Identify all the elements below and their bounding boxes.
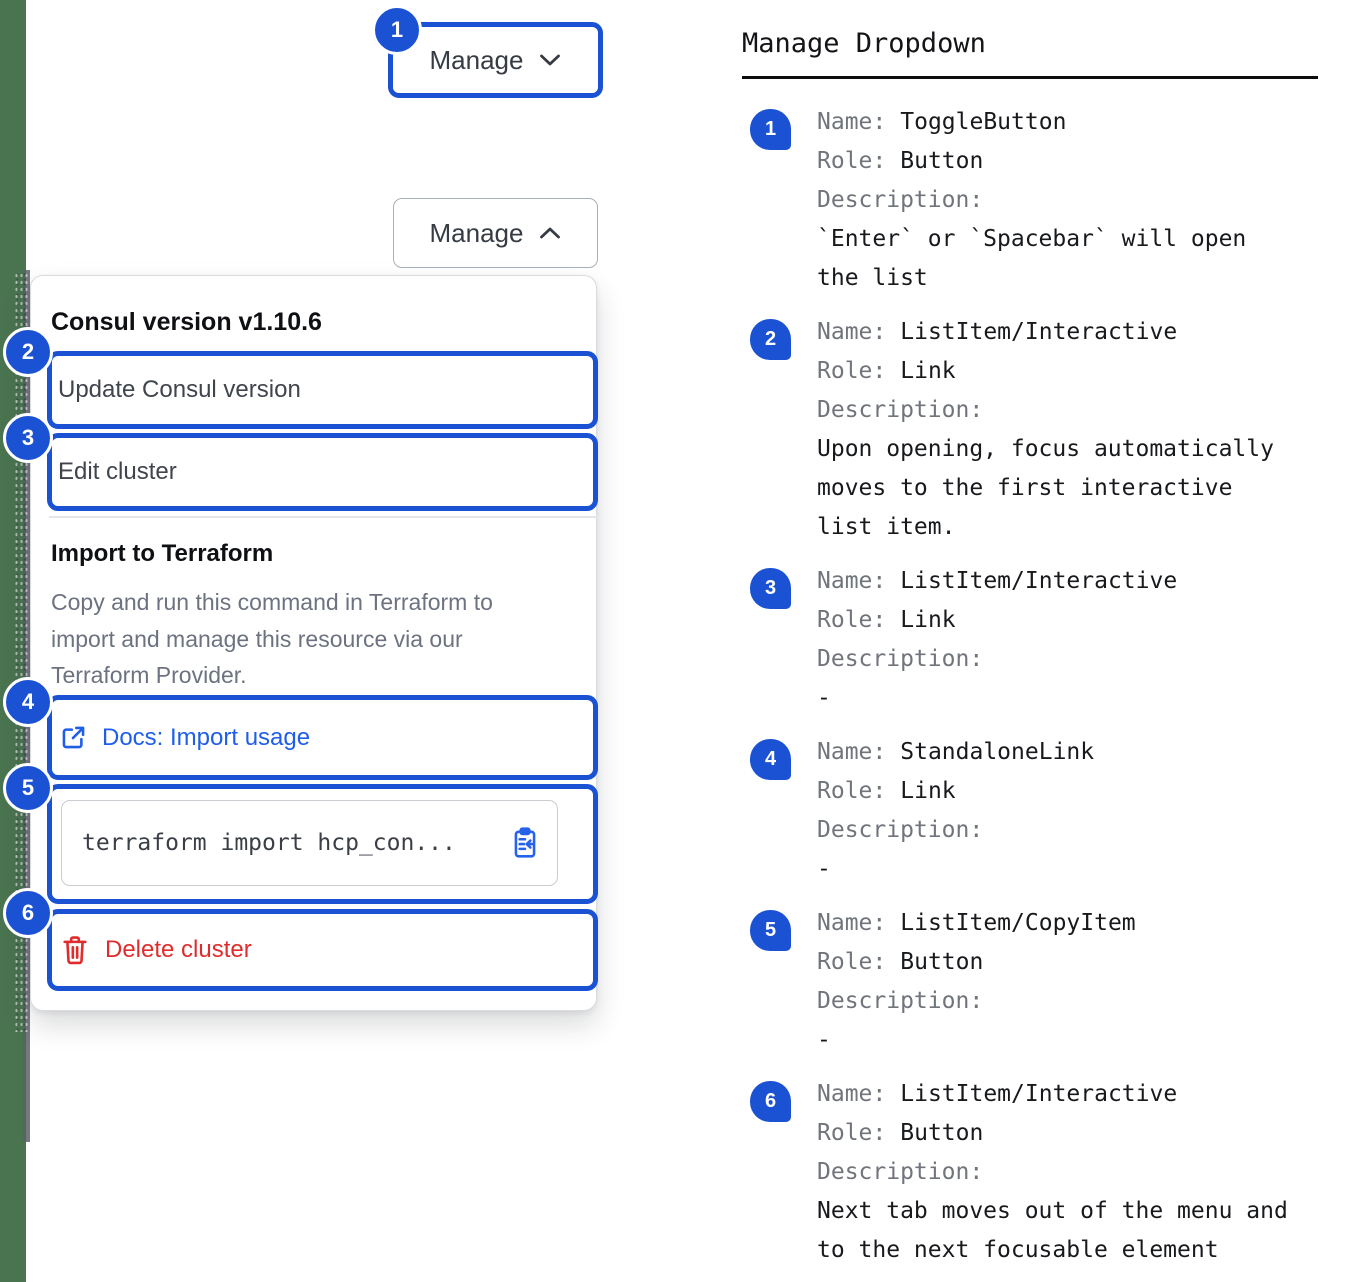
legend-title-rule	[742, 76, 1318, 79]
import-section-title: Import to Terraform	[51, 540, 274, 567]
role-label: Role:	[817, 1120, 887, 1146]
manage-open-label: Manage	[429, 217, 524, 248]
name-label: Name:	[817, 568, 887, 594]
role-label: Role:	[817, 358, 887, 384]
name-label: Name:	[817, 739, 887, 765]
legend-item-6: 6 Name:ListItem/Interactive Role:Button …	[742, 1075, 1328, 1270]
legend-badge-1: 1	[750, 109, 791, 150]
legend-badge-3: 3	[750, 568, 791, 609]
description-label: Description:	[817, 397, 984, 423]
name-value: ToggleButton	[900, 109, 1067, 135]
docs-link-label: Docs: Import usage	[102, 723, 311, 751]
manage-dropdown-menu: Consul version v1.10.6 Update Consul ver…	[30, 275, 598, 1011]
description-label: Description:	[817, 817, 984, 843]
description-value: Next tab moves out of the menu and to th…	[817, 1198, 1288, 1263]
manage-toggle-label: Manage	[429, 44, 524, 75]
name-label: Name:	[817, 109, 887, 135]
legend-panel: Manage Dropdown 1 Name: ToggleButton Role…	[742, 28, 1328, 1282]
description-label: Description:	[817, 988, 984, 1014]
chevron-up-icon	[539, 226, 561, 240]
annotation-outline-2: Update Consul version	[47, 351, 598, 429]
legend-list: 1 Name: ToggleButton Role: Button Descript…	[742, 103, 1328, 1270]
description-value: `Enter` or `Spacebar` will open the list	[817, 226, 1247, 291]
legend-badge-5: 5	[750, 910, 791, 951]
name-label: Name:	[817, 1081, 887, 1107]
annotation-outline-3: Edit cluster	[47, 433, 598, 511]
terraform-command-text: terraform import hcp_con...	[82, 830, 456, 856]
description-value: -	[817, 856, 831, 882]
description-label: Description:	[817, 187, 984, 213]
consul-version-header: Consul version v1.10.6	[51, 308, 322, 336]
legend-badge-6: 6	[750, 1081, 791, 1122]
annotation-badge-3: 3	[3, 413, 53, 463]
legend-item-3: 3 Name: ListItem/Interactive Role: Link De…	[742, 562, 1328, 718]
role-value: Button	[900, 949, 984, 975]
annotation-badge-5: 5	[3, 763, 53, 813]
description-value: Upon opening, focus automatically moves …	[817, 436, 1274, 540]
terraform-command-field: terraform import hcp_con...	[61, 800, 558, 886]
menu-item-edit-cluster[interactable]: Edit cluster	[52, 438, 593, 506]
role-label: Role:	[817, 778, 887, 804]
legend-title: Manage Dropdown	[742, 28, 986, 59]
name-value: ListItem/Interactive	[900, 568, 1178, 594]
description-value: -	[817, 1027, 831, 1053]
role-value: Link	[900, 778, 956, 804]
annotation-badge-4: 4	[3, 677, 53, 727]
legend-item-5: 5 Name: ListItem/CopyItem Role: Button Des…	[742, 904, 1328, 1060]
legend-item-2: 2 Name: ListItem/Interactive Role: Link De…	[742, 313, 1328, 547]
clipboard-copy-icon	[511, 827, 539, 859]
name-value: ListItem/CopyItem	[900, 910, 1136, 936]
copy-snippet-button[interactable]	[511, 827, 539, 859]
annotation-outline-5: terraform import hcp_con...	[47, 784, 598, 904]
manage-open-button[interactable]: Manage	[393, 198, 598, 268]
menu-item-delete-cluster[interactable]: Delete cluster	[52, 914, 593, 986]
description-label: Description:	[817, 646, 984, 672]
annotation-badge-2: 2	[3, 327, 53, 377]
annotation-badge-1: 1	[372, 5, 422, 55]
name-value: ListItem/Interactive	[900, 1081, 1178, 1107]
import-section-description: Copy and run this command in Terraform t…	[51, 589, 493, 688]
description-value: -	[817, 685, 831, 711]
trash-icon	[62, 935, 88, 965]
external-link-icon	[60, 724, 87, 751]
name-value: ListItem/Interactive	[900, 319, 1178, 345]
role-value: Button	[900, 1120, 984, 1146]
annotation-outline-4: Docs: Import usage	[47, 695, 598, 780]
docs-import-usage-link[interactable]: Docs: Import usage	[52, 724, 310, 752]
delete-cluster-label: Delete cluster	[105, 936, 252, 963]
name-label: Name:	[817, 910, 887, 936]
legend-badge-4: 4	[750, 739, 791, 780]
role-label: Role:	[817, 949, 887, 975]
role-label: Role:	[817, 148, 887, 174]
role-value: Button	[900, 148, 984, 174]
manage-toggle-button[interactable]: Manage	[393, 27, 598, 93]
description-label: Description:	[817, 1159, 984, 1185]
menu-divider	[49, 516, 598, 518]
menu-item-update-consul-version[interactable]: Update Consul version	[52, 356, 593, 424]
legend-item-1: 1 Name: ToggleButton Role: Button Descript…	[742, 103, 1328, 298]
annotation-outline-6: Delete cluster	[47, 909, 598, 991]
legend-badge-2: 2	[750, 319, 791, 360]
annotation-outline-1: Manage	[388, 22, 603, 98]
role-value: Link	[900, 607, 956, 633]
annotation-badge-6: 6	[3, 888, 53, 938]
role-label: Role:	[817, 607, 887, 633]
chevron-down-icon	[539, 53, 561, 67]
legend-item-4: 4 Name: StandaloneLink Role: Link Descript…	[742, 733, 1328, 889]
name-value: StandaloneLink	[900, 739, 1095, 765]
name-label: Name:	[817, 319, 887, 345]
role-value: Link	[900, 358, 956, 384]
